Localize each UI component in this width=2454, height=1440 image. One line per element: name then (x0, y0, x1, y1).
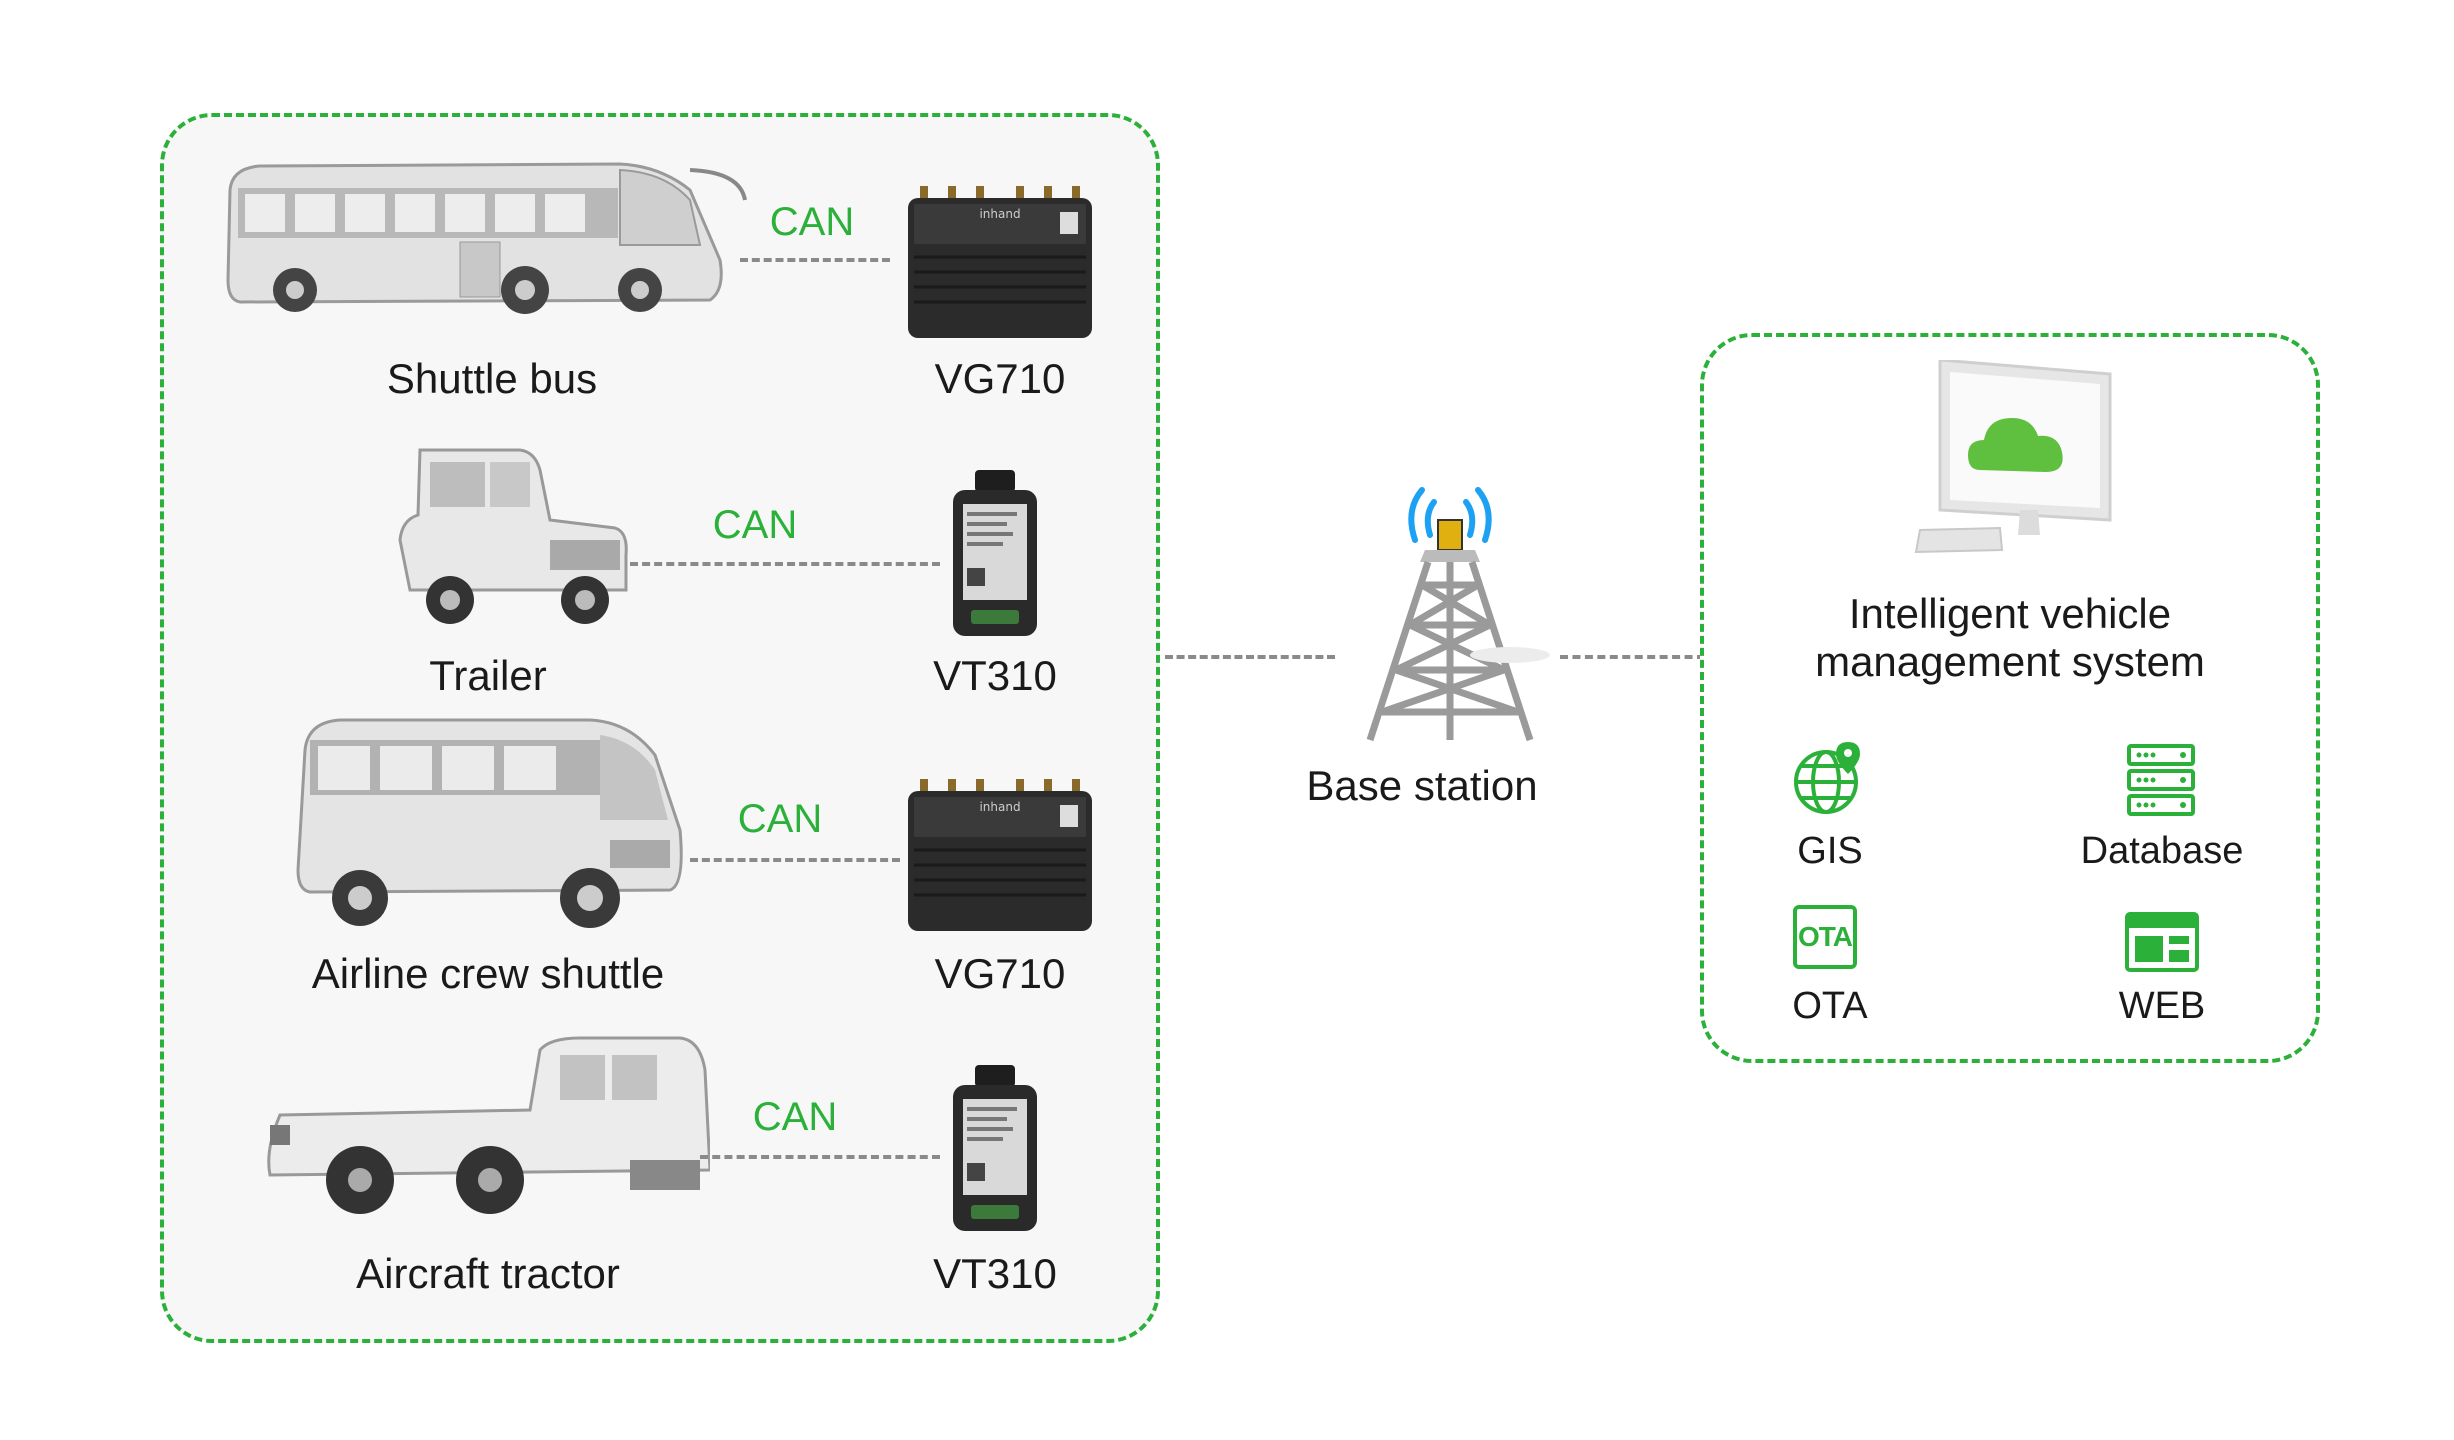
can-label-1: CAN (769, 200, 855, 244)
can-label-4: CAN (752, 1095, 838, 1139)
device-label-vt310-1: VT310 (933, 652, 1057, 699)
fleet-to-base-connector (1165, 655, 1335, 659)
svg-text:inhand: inhand (979, 207, 1020, 221)
monitor-cloud-icon (1914, 360, 2112, 554)
feature-label-ota: OTA (1792, 985, 1868, 1027)
ota-icon-text: OTA (1797, 921, 1853, 952)
base-station-tower-icon (1366, 487, 1550, 742)
device-label-vg710-1: VG710 (934, 355, 1066, 402)
web-window-icon (2125, 912, 2199, 972)
database-server-icon (2127, 744, 2195, 816)
vehicle-label-shuttle-bus: Shuttle bus (386, 355, 598, 402)
vt310-tracker-image-2 (953, 1065, 1037, 1231)
shuttle-bus-image (226, 162, 747, 314)
vehicle-label-trailer: Trailer (429, 652, 547, 699)
trailer-tug-image (398, 448, 628, 624)
base-to-ims-connector (1560, 655, 1705, 659)
can-label-3: CAN (737, 797, 823, 841)
feature-label-gis: GIS (1797, 830, 1863, 872)
can-connector-3 (690, 858, 900, 862)
vt310-tracker-image-1 (953, 470, 1037, 636)
ims-title-line-2: management system (1815, 638, 2205, 685)
device-label-vg710-2: VG710 (934, 950, 1066, 997)
ims-title-line-1: Intelligent vehicle (1848, 590, 2172, 637)
base-station-label: Base station (1306, 762, 1538, 809)
can-label-2: CAN (712, 503, 798, 547)
vehicle-label-aircraft-tractor: Aircraft tractor (356, 1250, 620, 1297)
vehicle-label-airline-crew-shuttle: Airline crew shuttle (311, 950, 665, 997)
can-connector-2 (630, 562, 940, 566)
feature-label-database: Database (2080, 830, 2244, 872)
svg-text:inhand: inhand (979, 800, 1020, 814)
feature-label-web: WEB (2118, 985, 2206, 1027)
ims-title: Intelligent vehicle management system (1750, 590, 2270, 686)
device-label-vt310-2: VT310 (933, 1250, 1057, 1297)
aircraft-tractor-image (267, 1036, 710, 1214)
vg710-gateway-image-1: inhand (908, 186, 1092, 338)
can-connector-1 (740, 258, 890, 262)
can-connector-4 (700, 1155, 940, 1159)
globe-pin-icon (1794, 742, 1860, 814)
airline-crew-shuttle-image (296, 718, 683, 928)
vg710-gateway-image-2: inhand (908, 779, 1092, 931)
ota-icon: OTA (1793, 905, 1857, 969)
